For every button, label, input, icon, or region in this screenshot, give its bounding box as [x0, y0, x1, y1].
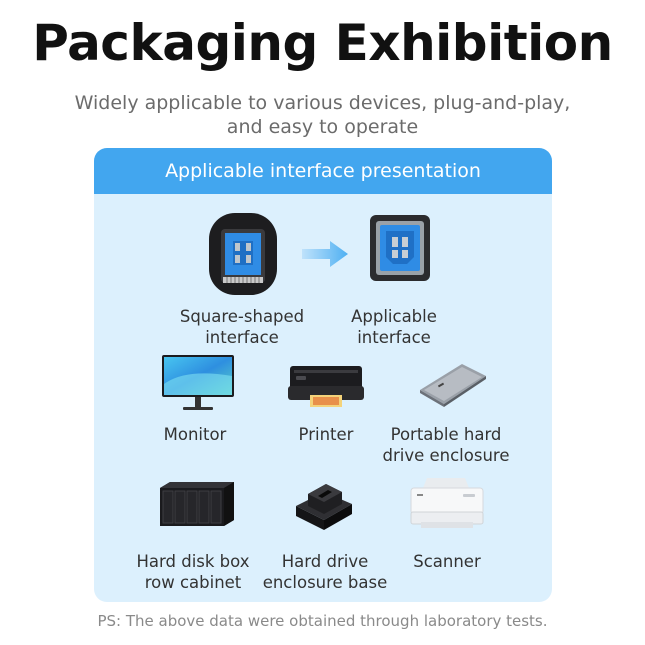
page-title: Packaging Exhibition	[32, 14, 613, 72]
device-label-scanner: Scanner	[413, 552, 481, 571]
device-label-nas: Hard disk box row cabinet	[136, 552, 250, 592]
interface-label-square: Square-shaped interface	[179, 307, 305, 347]
interface-label-applicable: Applicable interface	[351, 307, 437, 347]
device-label-dock: Hard drive enclosure base	[262, 552, 388, 592]
page-subtitle: Widely applicable to various devices, pl…	[74, 92, 571, 138]
nas-cabinet-icon	[160, 482, 234, 526]
device-label-portable-hdd: Portable hard drive enclosure	[382, 425, 510, 465]
scanner-icon	[410, 478, 484, 528]
usb-b-plug-icon	[209, 213, 277, 295]
monitor-icon	[162, 355, 234, 410]
arrow-right-icon	[302, 241, 348, 267]
usb-b-port-icon	[370, 215, 430, 281]
hard-drive-enclosure-icon	[420, 364, 486, 407]
device-label-printer: Printer	[298, 425, 354, 444]
footnote: PS: The above data were obtained through…	[97, 612, 548, 630]
panel-header: Applicable interface presentation	[94, 148, 552, 194]
docking-station-icon	[296, 484, 352, 530]
printer-icon	[288, 366, 364, 407]
device-label-monitor: Monitor	[163, 425, 227, 444]
interface-panel: Applicable interface presentation	[94, 148, 552, 602]
